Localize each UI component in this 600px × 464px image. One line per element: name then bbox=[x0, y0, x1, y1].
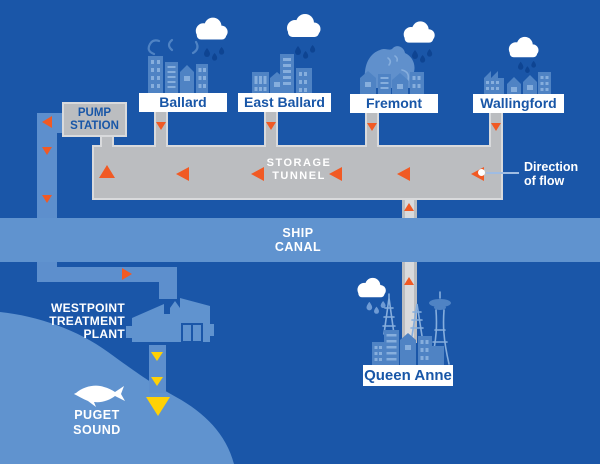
rain-drops-icon bbox=[366, 300, 386, 314]
ship-canal-line2: CANAL bbox=[274, 239, 322, 254]
direction-line1: Direction bbox=[524, 160, 579, 174]
flow-arrow-up-icon bbox=[404, 277, 414, 285]
outfall-arrow-icon bbox=[151, 352, 163, 361]
flow-arrow-up-icon bbox=[99, 165, 115, 178]
westpoint-line2: TREATMENT bbox=[49, 314, 125, 329]
flow-arrow-right-icon bbox=[122, 268, 132, 280]
flow-arrow-left-icon bbox=[42, 116, 52, 128]
puget-sound-line2: SOUND bbox=[73, 423, 121, 437]
ballard-skyline-illustration bbox=[147, 38, 208, 94]
cloud-rain-icon bbox=[195, 17, 228, 40]
storage-tunnel-line1: STORAGE bbox=[266, 157, 332, 169]
wallingford-label: Wallingford bbox=[473, 94, 564, 113]
pipe-to-plant-vertical bbox=[159, 267, 177, 299]
flow-arrow-left-icon bbox=[329, 167, 342, 181]
westpoint-plant-label: WESTPOINT TREATMENT PLANT bbox=[28, 301, 125, 342]
wallingford-skyline-illustration bbox=[484, 71, 551, 96]
outfall-arrow-icon bbox=[151, 377, 163, 386]
queen-anne-skyline-illustration bbox=[372, 291, 451, 366]
outfall-discharge-icon bbox=[146, 397, 170, 416]
queen-anne-pipe-core bbox=[405, 200, 414, 343]
east-ballard-skyline-illustration bbox=[252, 54, 312, 94]
storage-tunnel-line2: TUNNEL bbox=[272, 170, 326, 182]
pipe-to-plant-horizontal bbox=[37, 267, 177, 282]
wallingford-label-text: Wallingford bbox=[480, 95, 557, 111]
ship-canal bbox=[0, 218, 600, 262]
pump-station-connector bbox=[100, 134, 114, 147]
direction-callout-line bbox=[486, 172, 519, 174]
flow-arrow-left-icon bbox=[397, 167, 410, 181]
cloud-rain-icon bbox=[403, 21, 435, 43]
treatment-plant-illustration bbox=[126, 298, 214, 343]
direction-of-flow-label: Direction of flow bbox=[524, 160, 600, 188]
westpoint-line1: WESTPOINT bbox=[50, 301, 125, 315]
flow-arrow-left-icon bbox=[176, 167, 189, 181]
pump-station-line2: STATION bbox=[70, 120, 119, 132]
pump-station-line1: PUMP bbox=[77, 107, 112, 119]
ballard-label-text: Ballard bbox=[159, 94, 207, 110]
pump-station-box: PUMP STATION bbox=[62, 102, 127, 137]
ship-canal-label: SHIP CANAL bbox=[248, 226, 348, 254]
queen-anne-label: Queen Anne bbox=[363, 365, 453, 386]
flow-arrow-down-icon bbox=[491, 123, 501, 131]
westpoint-line3: PLANT bbox=[83, 327, 125, 342]
flow-arrow-down-icon bbox=[42, 195, 52, 203]
queen-anne-label-text: Queen Anne bbox=[364, 367, 452, 384]
flow-arrow-left-icon bbox=[251, 167, 264, 181]
storage-tunnel-label: STORAGE TUNNEL bbox=[254, 157, 344, 183]
fremont-skyline-illustration bbox=[360, 46, 424, 96]
puget-sound-label: PUGET SOUND bbox=[52, 408, 142, 438]
east-ballard-label: East Ballard bbox=[238, 93, 331, 112]
flow-arrow-down-icon bbox=[367, 123, 377, 131]
ship-canal-line1: SHIP bbox=[282, 226, 314, 240]
direction-line2: of flow bbox=[524, 173, 565, 188]
rain-drops-icon bbox=[295, 45, 316, 59]
east-ballard-label-text: East Ballard bbox=[244, 94, 325, 110]
cloud-rain-icon bbox=[287, 14, 321, 37]
cloud-rain-icon bbox=[508, 36, 539, 58]
direction-dot-icon bbox=[478, 169, 485, 176]
puget-sound-line1: PUGET bbox=[74, 408, 120, 422]
fremont-label: Fremont bbox=[350, 94, 438, 113]
flow-arrow-down-icon bbox=[266, 122, 276, 130]
cloud-rain-icon bbox=[357, 277, 386, 298]
fremont-label-text: Fremont bbox=[366, 95, 422, 111]
rain-drops-icon bbox=[204, 47, 225, 61]
rain-drops-icon bbox=[518, 60, 536, 73]
ballard-label: Ballard bbox=[139, 93, 227, 112]
flow-arrow-down-icon bbox=[42, 147, 52, 155]
fish-icon bbox=[74, 385, 125, 407]
flow-arrow-down-icon bbox=[156, 122, 166, 130]
flow-arrow-up-icon bbox=[404, 203, 414, 211]
rain-drops-icon bbox=[412, 49, 433, 63]
